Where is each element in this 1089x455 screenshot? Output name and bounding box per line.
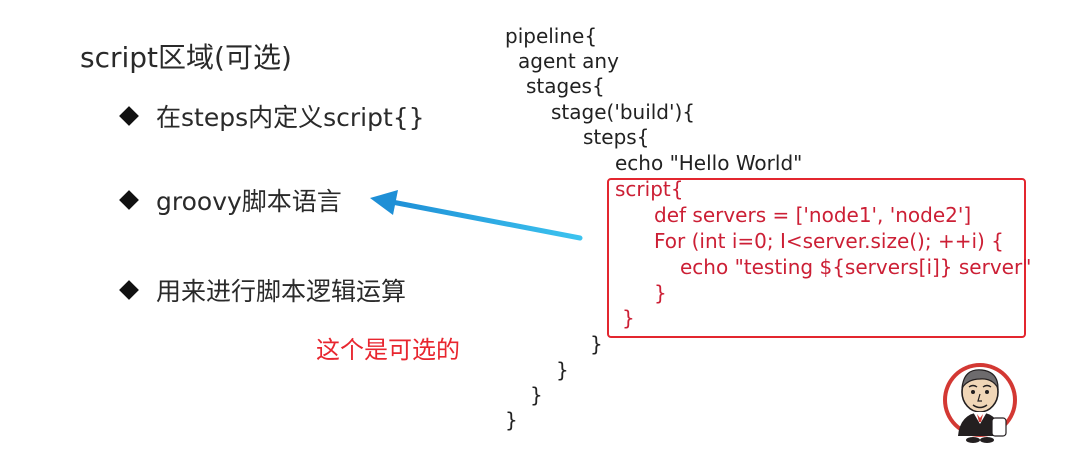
jenkins-logo-icon xyxy=(943,363,1017,443)
code-line-def-servers: def servers = ['node1', 'node2'] xyxy=(654,203,972,227)
code-line-pipeline: pipeline{ xyxy=(505,24,598,48)
bullet-text: 在steps内定义script{} xyxy=(156,103,425,132)
code-line-close-stage: } xyxy=(556,358,569,382)
slide-title: script区域(可选) xyxy=(80,41,292,74)
code-line-close-for: } xyxy=(654,281,667,305)
code-line-agent: agent any xyxy=(518,49,619,73)
code-line-echo-testing: echo "testing ${servers[i]} server" xyxy=(680,255,1032,279)
code-line-close-steps: } xyxy=(590,332,603,356)
bullet-text: groovy脚本语言 xyxy=(156,187,342,216)
bullet-text: 用来进行脚本逻辑运算 xyxy=(156,277,407,306)
code-line-for-loop: For (int i=0; I<server.size(); ++i) { xyxy=(654,229,1004,253)
code-line-steps: steps{ xyxy=(583,125,650,149)
bullet-item-logic: 用来进行脚本逻辑运算 xyxy=(118,272,406,308)
optional-note: 这个是可选的 xyxy=(316,336,460,364)
code-line-echo-hello: echo "Hello World" xyxy=(615,151,803,175)
bullet-item-steps-script: 在steps内定义script{} xyxy=(118,98,425,134)
code-line-stage-build: stage('build'){ xyxy=(551,100,696,124)
code-line-close-script: } xyxy=(622,306,635,330)
bullet-item-groovy: groovy脚本语言 xyxy=(118,182,342,218)
diamond-bullet-icon xyxy=(119,280,139,300)
diamond-bullet-icon xyxy=(119,190,139,210)
code-line-stages: stages{ xyxy=(526,74,605,98)
diamond-bullet-icon xyxy=(119,106,139,126)
code-line-close-stages: } xyxy=(530,383,543,407)
code-line-close-pipeline: } xyxy=(505,408,518,432)
script-highlight-box xyxy=(607,178,1026,338)
code-line-script: script{ xyxy=(615,177,684,201)
